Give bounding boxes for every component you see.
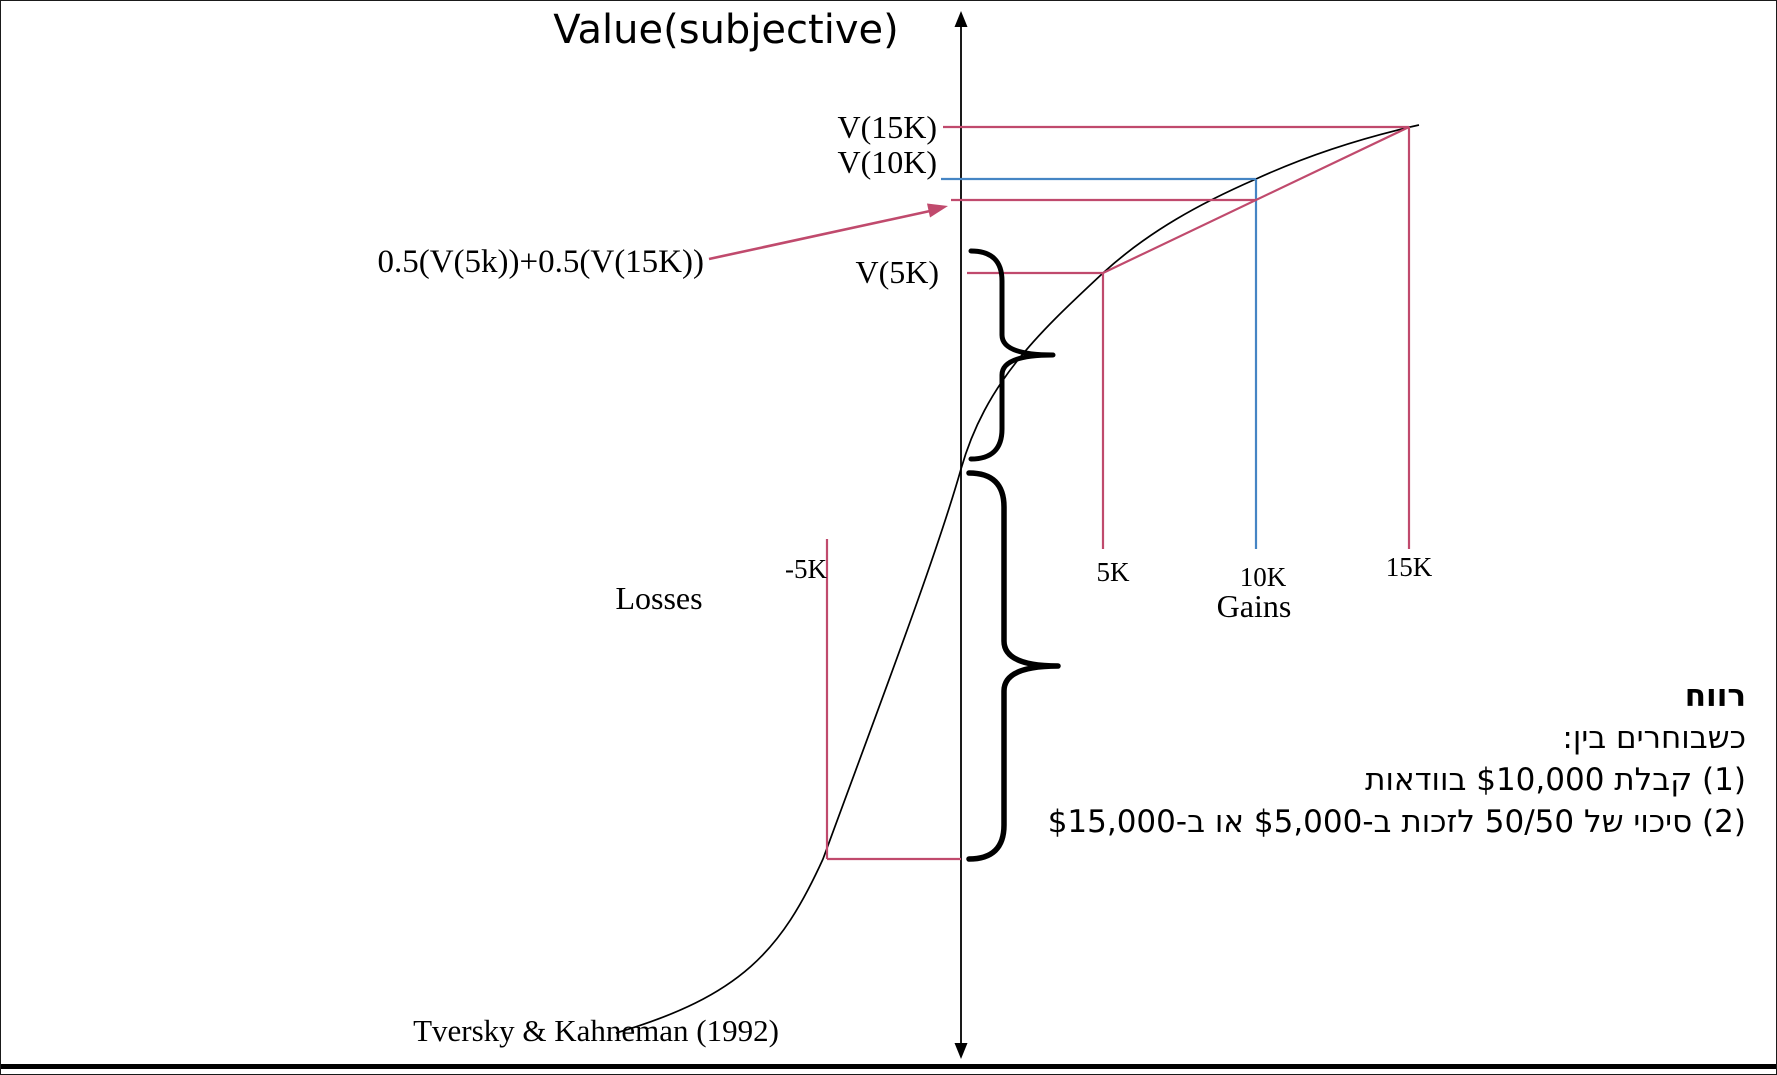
annotation-arrow-line (708, 209, 931, 261)
v15k-label: V(15K) (837, 109, 937, 145)
hebrew-note-block: רווח כשבוחרים בין: (1) קבלת $10,000 בווד… (916, 675, 1746, 843)
chart-title: Value(subjective) (553, 7, 898, 53)
note-header: רווח (1684, 678, 1746, 714)
chord-5k-15k (1102, 126, 1410, 274)
tick-10k: 10K (1240, 562, 1287, 592)
expected-value-expression: 0.5(V(5k))+0.5(V(15K)) (377, 244, 704, 280)
slide-bottom-border (1, 1064, 1776, 1069)
note-line-option-1: (1) קבלת $10,000 בוודאות (1365, 762, 1746, 798)
v5k-label: V(5K) (855, 254, 939, 290)
axis-arrow-up-icon (954, 11, 968, 27)
gains-label: Gains (1217, 588, 1292, 624)
annotation-arrowhead-icon (927, 203, 948, 218)
gain-value-brace (968, 248, 1056, 462)
tick-5k: 5K (1097, 557, 1131, 587)
note-line-choose-between: כשבוחרים בין: (1562, 720, 1746, 756)
v10k-label: V(10K) (837, 144, 937, 180)
axis-arrow-down-icon (954, 1043, 968, 1059)
note-line-option-2: (2) סיכוי של 50/50 לזכות ב-$5,000 או ב-$… (1047, 804, 1746, 840)
tick-neg5k: -5K (785, 554, 827, 584)
loss-value-brace (966, 470, 1061, 862)
citation-label: Tversky & Kahneman (1992) (413, 1013, 779, 1048)
tick-15k: 15K (1386, 552, 1433, 582)
value-curve (615, 124, 1420, 1034)
losses-label: Losses (615, 580, 702, 616)
